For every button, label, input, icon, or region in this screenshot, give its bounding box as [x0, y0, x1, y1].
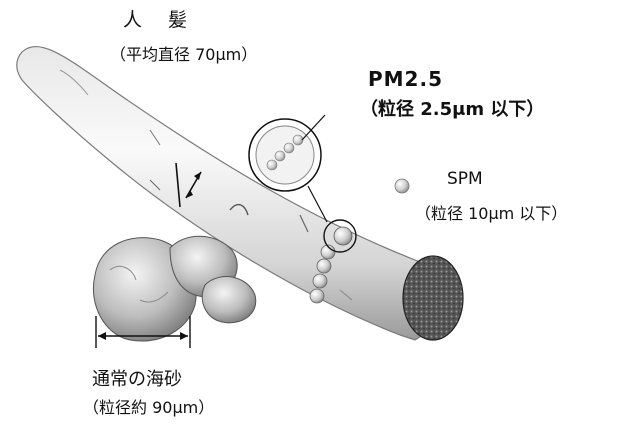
sea-sand-illustration — [93, 235, 257, 342]
sea-sand-title: 通常の海砂 — [92, 369, 182, 390]
hair-strand-illustration — [16, 46, 464, 341]
sea-sand-size-label: （粒径約 90μm） — [83, 398, 215, 417]
zoom-circle-icon — [248, 114, 326, 192]
spm-title: SPM — [447, 169, 483, 189]
pm25-size-label: （粒径 2.5μm 以下） — [360, 99, 545, 120]
pm25-particle-chain — [309, 226, 353, 304]
zoom-target-circle — [307, 185, 357, 253]
spm-size-label: （粒径 10μm 以下） — [415, 204, 568, 223]
hair-diameter-arrow — [175, 162, 202, 208]
pm25-title: PM2.5 — [368, 67, 443, 91]
sand-width-arrow — [95, 316, 191, 348]
spm-particle-icon — [394, 178, 410, 194]
hair-diameter-label: （平均直径 70μm） — [110, 45, 258, 64]
hair-title: 人 髪 — [123, 9, 198, 31]
